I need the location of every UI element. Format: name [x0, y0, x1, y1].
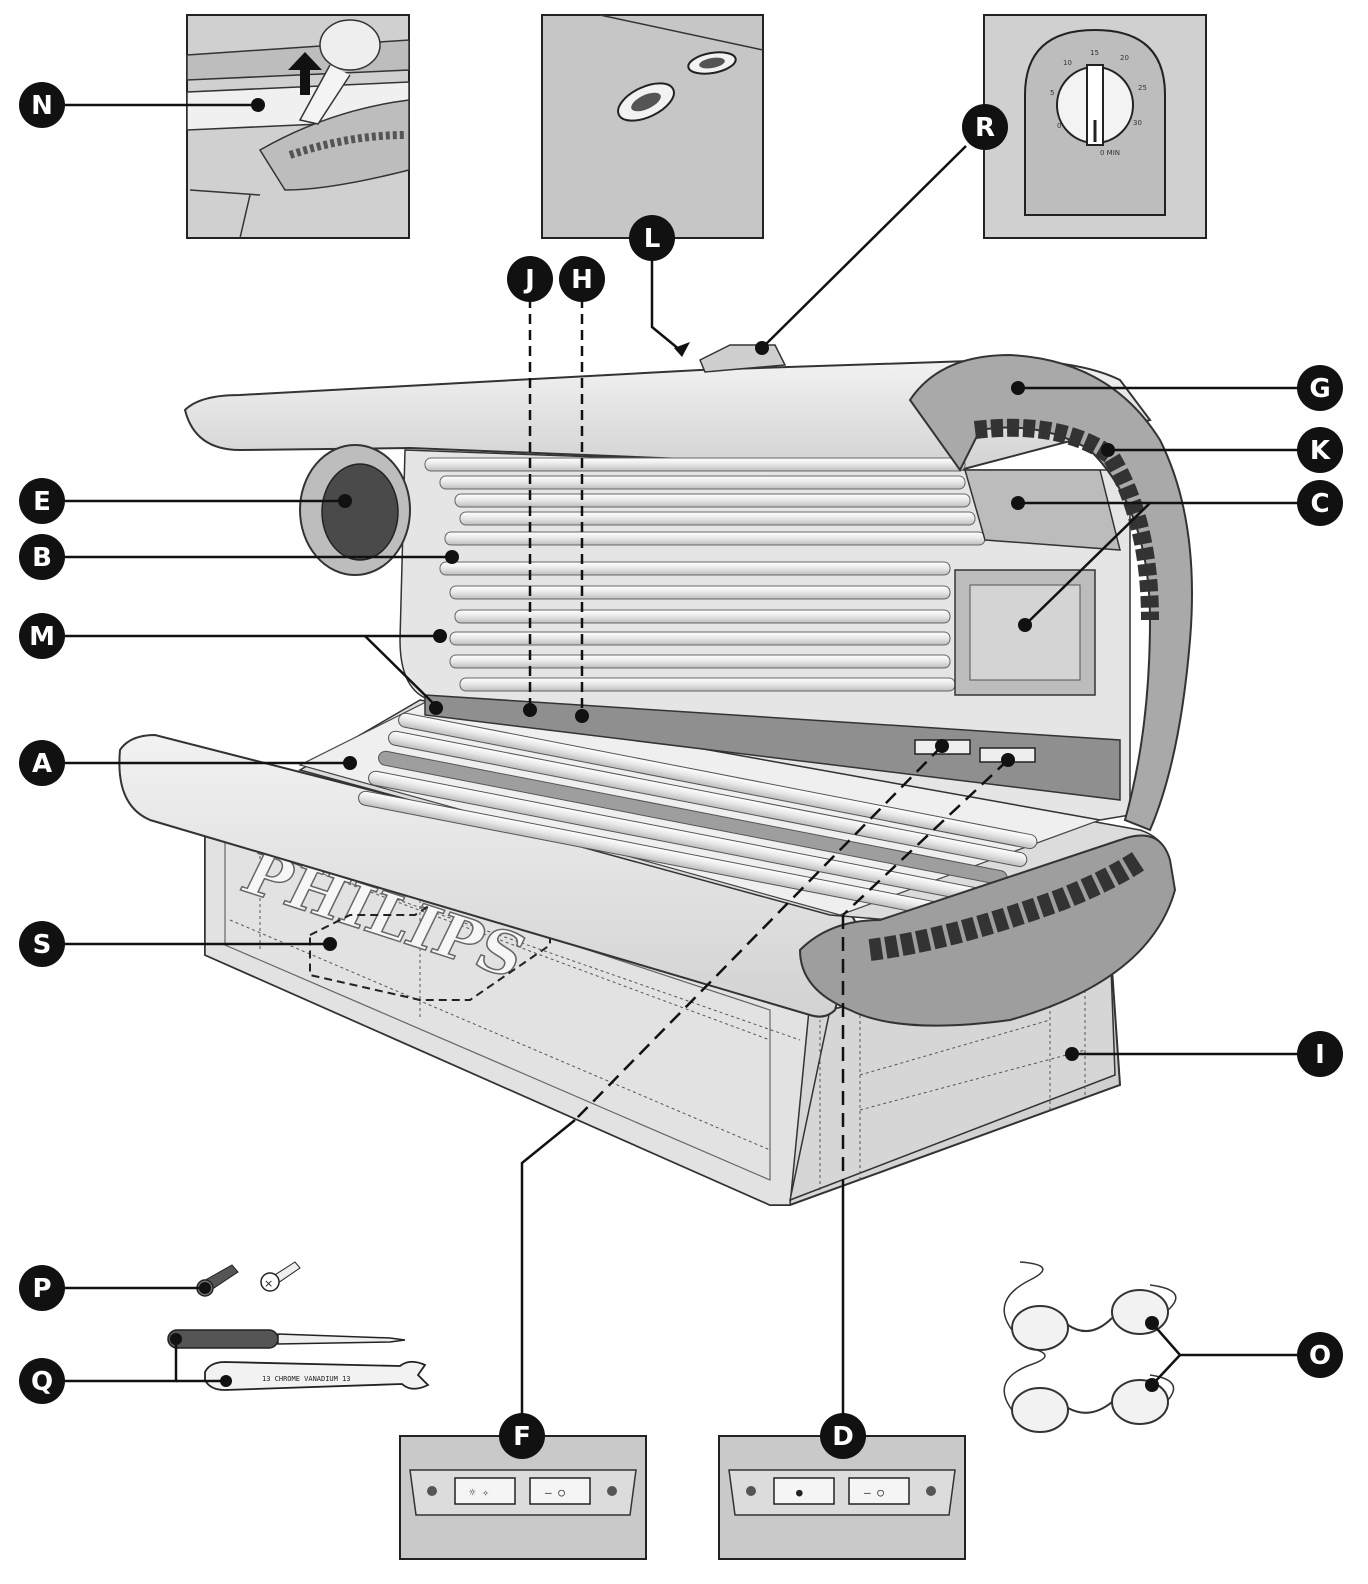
callout-label: C: [1310, 489, 1329, 519]
callout-q: Q: [19, 1358, 65, 1404]
callout-label: Q: [31, 1367, 53, 1397]
callout-k: K: [1297, 427, 1343, 473]
callout-label: O: [1309, 1341, 1331, 1371]
callout-label: F: [513, 1422, 531, 1452]
callout-b: B: [19, 534, 65, 580]
callout-label: J: [523, 265, 535, 295]
switch-d-left-symbol: ●: [796, 1486, 803, 1499]
timer-tick-label: 30: [1133, 119, 1142, 127]
callout-label: K: [1310, 436, 1331, 466]
timer-tick-label: 20: [1120, 54, 1129, 62]
callout-label: E: [33, 487, 51, 517]
callout-label: N: [31, 91, 53, 121]
callout-label: P: [32, 1274, 51, 1304]
timer-tick-label: 15: [1090, 49, 1099, 57]
callout-f: F: [499, 1413, 545, 1459]
timer-tick-label: 5: [1050, 89, 1054, 97]
canopy-tubes: [424, 457, 986, 692]
timer-tick-label: 0: [1057, 122, 1061, 130]
callout-label: B: [32, 543, 52, 573]
callout-p: P: [19, 1265, 65, 1311]
callout-r: R: [962, 104, 1008, 150]
screwdriver: [167, 1329, 406, 1349]
wrench: 13 CHROME VANADIUM 13: [204, 1360, 430, 1391]
callout-a: A: [19, 740, 65, 786]
callout-label: D: [832, 1422, 854, 1452]
switch-f-left-symbol: ☼ ✧: [469, 1486, 489, 1499]
callout-label: I: [1315, 1040, 1325, 1070]
timer-caption: 0 MIN: [1100, 149, 1120, 157]
callout-label: M: [29, 622, 55, 652]
callout-l: L: [629, 215, 675, 261]
goggles: [1003, 1261, 1177, 1433]
callout-s: S: [19, 921, 65, 967]
bench-tubes: [358, 712, 1038, 922]
bench-lower: [118, 699, 1177, 1027]
callout-e: E: [19, 478, 65, 524]
leader-lines: [65, 103, 1300, 1418]
screw-head-cross: ×: [264, 1277, 273, 1290]
callout-i: I: [1297, 1031, 1343, 1077]
inset-r-timer: 0 5 10 15 20 25 30 0 MIN: [983, 14, 1207, 239]
callout-o: O: [1297, 1332, 1343, 1378]
leader-dots: [170, 98, 1159, 1392]
inset-l-air-vents: [541, 14, 764, 239]
switch-d-right-symbol: – ○: [864, 1486, 884, 1499]
callout-j: J: [507, 256, 553, 302]
callout-h: H: [559, 256, 605, 302]
wrench-text: 13 CHROME VANADIUM 13: [262, 1375, 351, 1383]
callout-n: N: [19, 82, 65, 128]
callout-label: H: [571, 265, 593, 295]
timer-tick-label: 10: [1063, 59, 1072, 67]
arrow-head: [674, 342, 690, 357]
callout-m: M: [19, 613, 65, 659]
callout-g: G: [1297, 365, 1343, 411]
callout-d: D: [820, 1413, 866, 1459]
inset-n-acrylic-removal: [186, 14, 410, 239]
callout-label: R: [975, 113, 995, 143]
callout-label: L: [644, 224, 661, 254]
switch-f-right-symbol: – ○: [545, 1486, 565, 1499]
callout-label: S: [33, 930, 52, 960]
callout-label: A: [32, 749, 52, 779]
timer-tick-label: 25: [1138, 84, 1147, 92]
callout-c: C: [1297, 480, 1343, 526]
screws: ×: [196, 1261, 301, 1297]
callout-label: G: [1309, 374, 1330, 404]
